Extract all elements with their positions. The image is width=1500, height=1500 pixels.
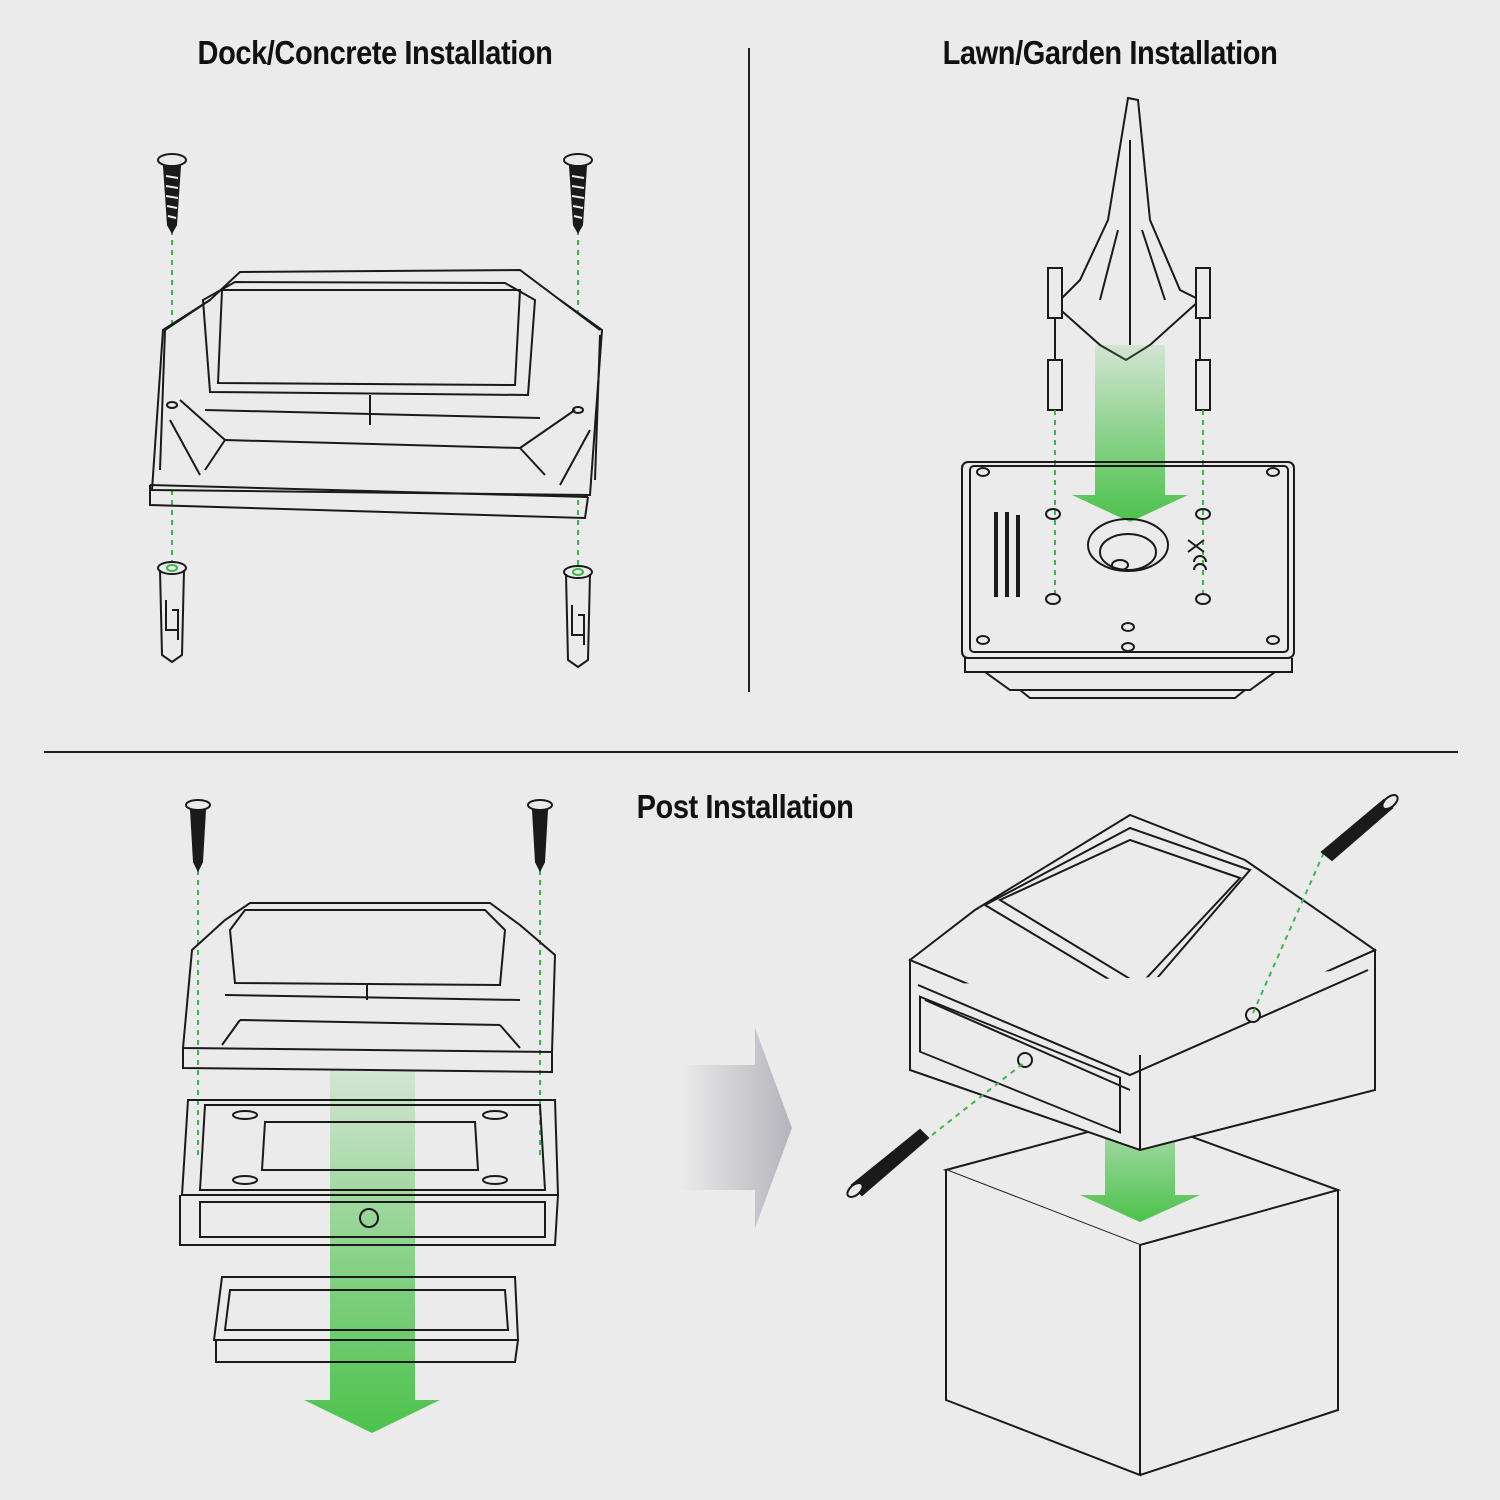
screw-icon [185, 799, 211, 873]
screw-icon [527, 799, 553, 873]
direction-arrow-down [304, 1070, 440, 1433]
light-bottom-plate [961, 461, 1295, 699]
horizontal-divider [44, 751, 1458, 753]
solar-light-body [181, 902, 557, 1074]
section-title-lawn: Lawn/Garden Installation [942, 34, 1278, 71]
screw-icon [563, 153, 593, 235]
wall-anchor-icon [157, 561, 187, 664]
label-text-block [994, 512, 1020, 597]
mounting-bracket [179, 1099, 560, 1246]
post-assembly-exploded [179, 799, 560, 1433]
direction-arrow-down [1072, 345, 1188, 522]
screw-head-icon [1245, 1007, 1261, 1023]
wooden-post-block [942, 1116, 1342, 1477]
post-assembled [846, 794, 1399, 1477]
lawn-installation-group [961, 96, 1295, 699]
screw-icon [1320, 794, 1399, 862]
wall-anchor-icon [563, 565, 593, 669]
dock-installation-group [149, 153, 604, 669]
bottom-tray [212, 1276, 520, 1363]
ground-stake [1047, 96, 1211, 411]
screw-icon [157, 153, 187, 235]
solar-light-cap [908, 813, 1378, 1152]
solar-light-body [149, 268, 604, 520]
lawn-guide-lines [1054, 410, 1204, 600]
ce-mark-icon [1187, 539, 1207, 571]
section-title-dock: Dock/Concrete Installation [197, 34, 553, 71]
vertical-divider [748, 48, 750, 692]
screw-icon [846, 1128, 930, 1198]
flow-arrow-right [680, 1028, 792, 1228]
switch-icon [1111, 559, 1129, 571]
section-title-post: Post Installation [636, 788, 854, 825]
